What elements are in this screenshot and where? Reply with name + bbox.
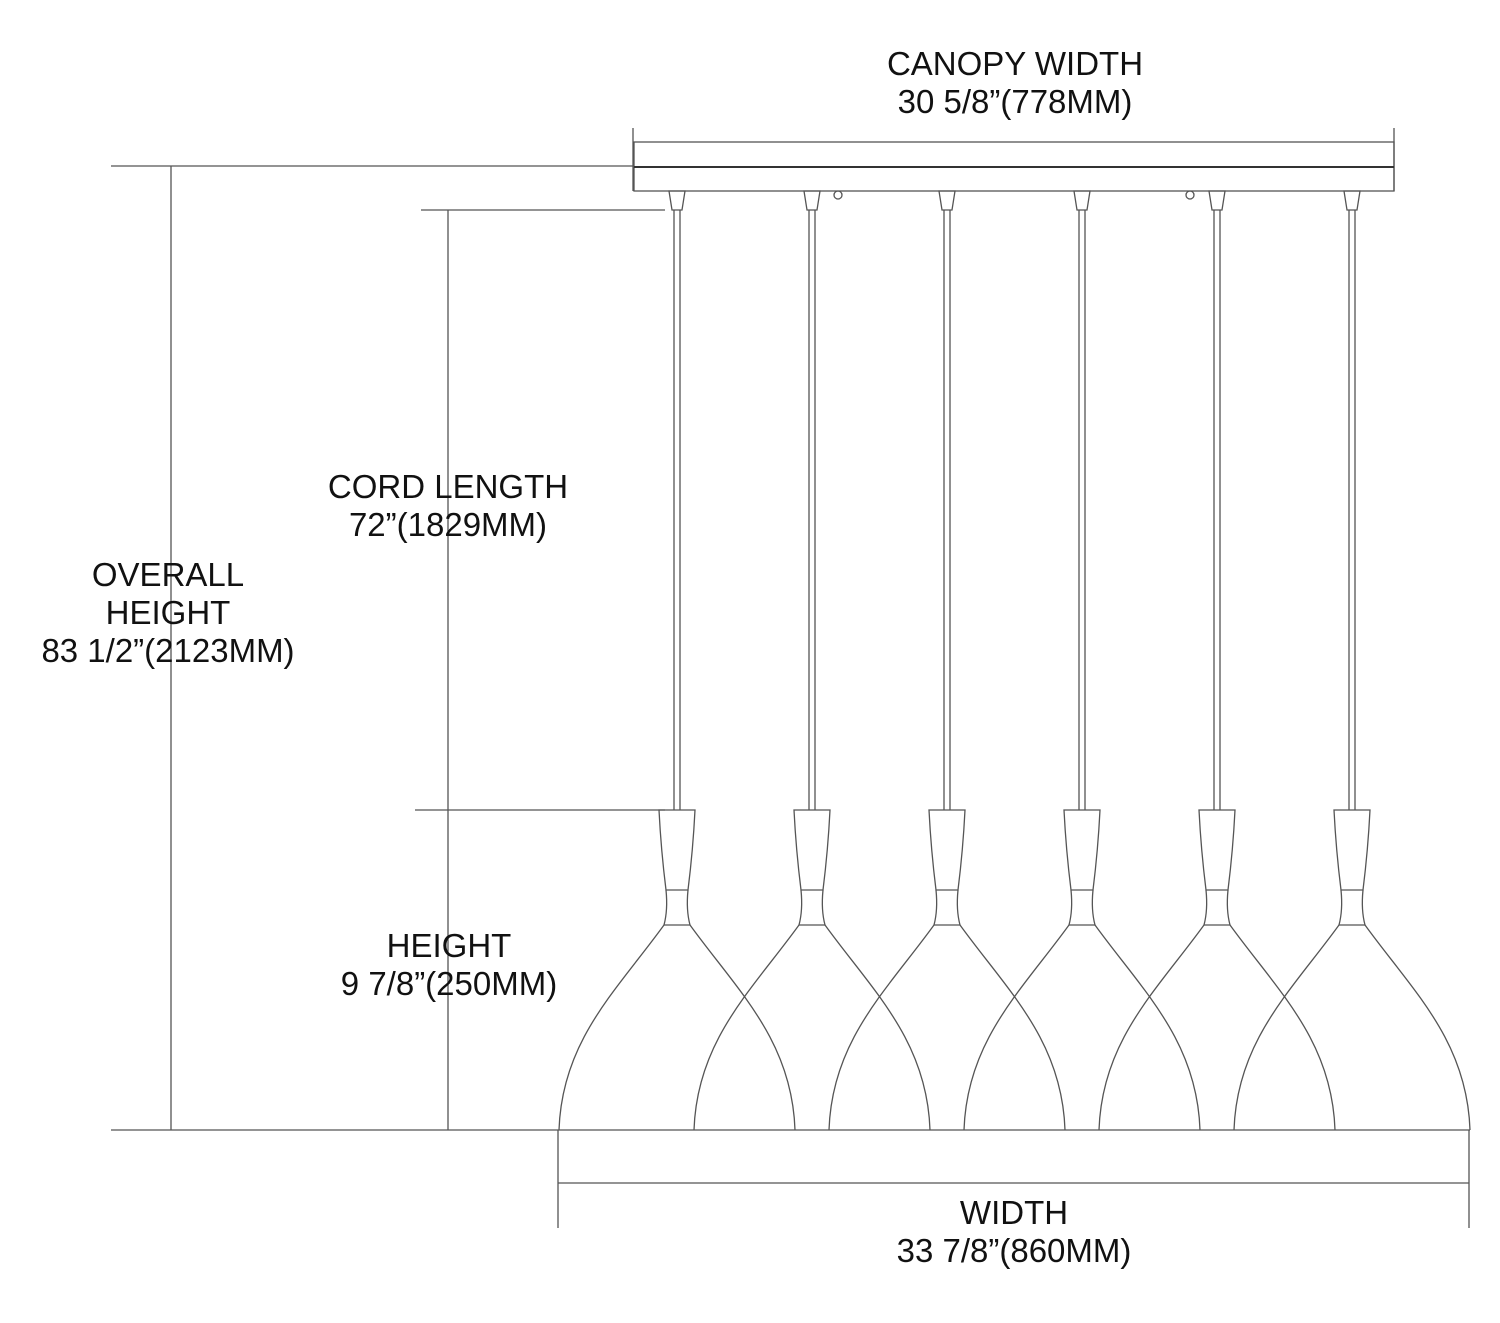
pendant (828, 190, 1066, 1131)
canopy (633, 141, 1395, 200)
socket-cap (793, 809, 831, 891)
shade (1098, 924, 1336, 1131)
pendant (963, 190, 1201, 1131)
shade (693, 924, 931, 1131)
shade (828, 924, 1066, 1131)
cord-length-title: CORD LENGTH (327, 468, 569, 505)
socket-cap (1063, 809, 1101, 891)
pendant (693, 190, 931, 1131)
pendant (1098, 190, 1336, 1131)
pendant (558, 190, 796, 1131)
dimension-lines (111, 128, 1470, 1228)
socket-cap (658, 809, 696, 891)
cord-length-label: CORD LENGTH 72”(1829MM) (248, 468, 648, 544)
width-value: 33 7/8”(860MM) (896, 1232, 1132, 1269)
collar (1203, 889, 1231, 926)
pendants (558, 190, 1471, 1131)
canopy-width-value: 30 5/8”(778MM) (897, 83, 1133, 120)
canopy-width-title: CANOPY WIDTH (886, 45, 1144, 82)
overall-height-title-2: HEIGHT (105, 594, 231, 631)
collar (1338, 889, 1366, 926)
cord-port (1208, 190, 1226, 211)
socket-cap (928, 809, 966, 891)
socket-cap (1333, 809, 1371, 891)
cord (673, 210, 681, 810)
width-label: WIDTH 33 7/8”(860MM) (814, 1194, 1214, 1270)
cord-length-value: 72”(1829MM) (348, 506, 548, 543)
cord (1213, 210, 1221, 810)
cord-port (938, 190, 956, 211)
collar (663, 889, 691, 926)
pendant (1233, 190, 1471, 1131)
cord (1348, 210, 1356, 810)
canopy-width-label: CANOPY WIDTH 30 5/8”(778MM) (815, 45, 1215, 121)
socket-cap (1198, 809, 1236, 891)
overall-height-value: 83 1/2”(2123MM) (41, 632, 295, 669)
cord-port (668, 190, 686, 211)
collar (1068, 889, 1096, 926)
height-value: 9 7/8”(250MM) (340, 965, 558, 1002)
cord-port (1343, 190, 1361, 211)
width-title: WIDTH (959, 1194, 1069, 1231)
collar (933, 889, 961, 926)
overall-height-label: OVERALL HEIGHT 83 1/2”(2123MM) (0, 556, 368, 670)
cord-port (1073, 190, 1091, 211)
collar (798, 889, 826, 926)
shade (963, 924, 1201, 1131)
height-label: HEIGHT 9 7/8”(250MM) (249, 927, 649, 1003)
overall-height-title-1: OVERALL (91, 556, 245, 593)
cord (1078, 210, 1086, 810)
shade (558, 924, 796, 1131)
cord-port (803, 190, 821, 211)
shade (1233, 924, 1471, 1131)
cord (943, 210, 951, 810)
cord (808, 210, 816, 810)
height-title: HEIGHT (386, 927, 512, 964)
